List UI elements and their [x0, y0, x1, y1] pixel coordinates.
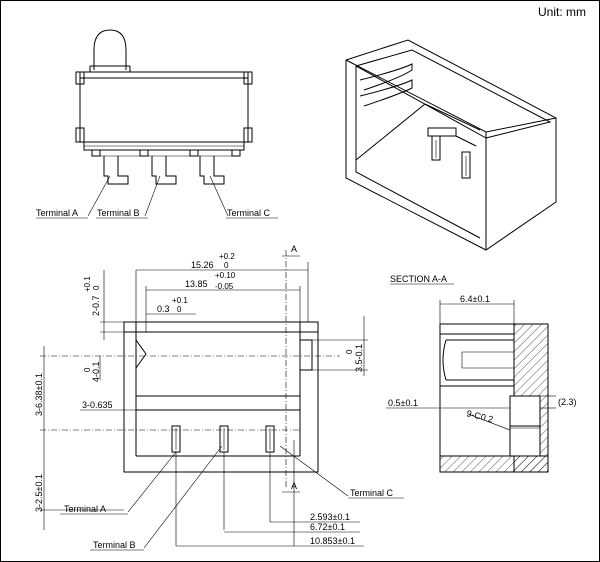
dim-width-inner: 13.85 [185, 279, 208, 289]
section-view: SECTION A-A 6.4±0.1 0.5±0.1 (2.3) 9-C0.2 [386, 274, 577, 473]
actuator-dome [93, 29, 127, 70]
terminal-b-leg [151, 156, 177, 185]
terminal-a-label-top: Terminal A [36, 208, 78, 218]
dim-width-main-tol-up: +0.2 [219, 252, 235, 261]
dim-pin-pitch: 3-0.635 [82, 400, 113, 410]
dim-d3: 10.853±0.1 [310, 536, 355, 546]
terminal-c-label-top: Terminal C [227, 208, 271, 218]
dim-left-v3: 3-6.38±0.1 [34, 373, 44, 416]
terminal-a-leg [103, 156, 129, 185]
isometric-view [345, 39, 557, 251]
dim-left-v1-tol-up: +0.1 [83, 276, 92, 292]
plan-outline [123, 321, 319, 473]
dim-width-main-tol-dn: 0 [224, 261, 229, 270]
section-marker-top: A [291, 244, 297, 254]
terminal-a-label-bottom: Terminal A [64, 504, 106, 514]
dim-width-inner-tol-dn: -0.05 [215, 282, 234, 291]
sec-dim-width: 6.4±0.1 [460, 294, 490, 304]
dim-offset-tol-dn: 0 [177, 305, 182, 314]
dim-width-main: 15.26 [191, 260, 214, 270]
sec-dim-height: 0.5±0.1 [388, 398, 418, 408]
dim-d1: 2.593±0.1 [310, 512, 350, 522]
section-title: SECTION A-A [390, 274, 447, 284]
unit-label: Unit: mm [538, 5, 586, 19]
dim-left-v1: 2-0.7 [91, 295, 101, 316]
front-view: Terminal A Terminal B Terminal C [36, 29, 278, 219]
dim-offset-tol-up: +0.1 [172, 296, 188, 305]
dim-offset: 0.3 [157, 304, 170, 314]
dim-left-v2-tol-dn: 0 [83, 367, 92, 372]
terminal-b-label-top: Terminal B [97, 208, 140, 218]
dim-left-v1-tol-dn: 0 [92, 285, 101, 290]
dim-d2: 6.72±0.1 [310, 522, 345, 532]
terminal-c-label-bottom: Terminal C [350, 488, 394, 498]
terminal-c-leg [199, 156, 225, 185]
dim-right-v: 3.5-0.1 [354, 344, 364, 372]
sec-dim-ref: (2.3) [558, 397, 577, 407]
dim-right-v-tol: 0 [345, 349, 354, 354]
dim-left-v2: 4-0.1 [91, 361, 101, 382]
dim-width-inner-tol-up: +0.10 [215, 271, 236, 280]
switch-body [79, 71, 249, 143]
dim-left-v4: 3-2.5±0.1 [34, 474, 44, 512]
terminal-b-label-bottom: Terminal B [93, 540, 136, 550]
plan-view: 15.26 +0.2 0 13.85 +0.10 -0.05 0.3 +0.1 … [34, 244, 404, 551]
sec-dim-chamfer: 9-C0.2 [466, 408, 495, 424]
